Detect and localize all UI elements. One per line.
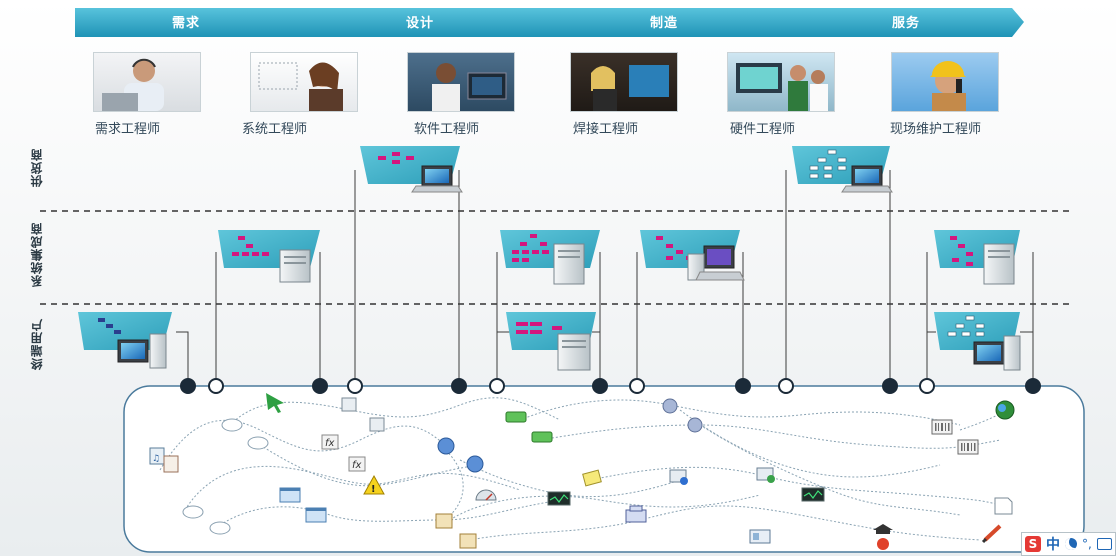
battery-icon: [505, 411, 553, 443]
server-icon: [983, 243, 1015, 285]
app-window-icon: [279, 487, 327, 523]
woman-drawing-photo: [250, 52, 358, 112]
gauge-icon: [475, 489, 497, 501]
connector-lines: [176, 170, 1034, 386]
desktop-computer-icon: [973, 335, 1021, 371]
warning-icon: !: [363, 474, 385, 495]
laptop-icon: [841, 165, 893, 193]
network-paths: [159, 397, 1007, 541]
man-at-computer-photo: [407, 52, 515, 112]
document-icon: [994, 497, 1013, 515]
pencil-icon: [981, 524, 1002, 544]
role-label-software-engineer: 软件工程师: [414, 122, 480, 137]
role-label-hardware-engineer: 硬件工程师: [730, 122, 796, 137]
artifact-card-integrator-systems: [218, 230, 320, 283]
bus-icons: ♫ fx fx: [149, 393, 1015, 550]
artifact-card-enduser-field: [934, 312, 1021, 371]
artifact-card-supplier-hardware: [792, 146, 893, 193]
laptop-icon: [411, 165, 463, 193]
keyboard-icon[interactable]: [1096, 538, 1112, 550]
role-label-field-maintenance-engineer: 现场维护工程师: [890, 122, 982, 137]
monitor-chart-icon: [547, 487, 825, 506]
artifact-card-integrator-welding: [500, 230, 600, 285]
cloud-icon: [182, 418, 269, 535]
ime-logo-icon[interactable]: S: [1025, 536, 1041, 552]
woman-at-screen-photo: [570, 52, 678, 112]
cursor-arrow-icon: [266, 393, 284, 413]
artifact-card-enduser-welding: [506, 312, 596, 371]
role-label-welding-engineer: 焊接工程师: [573, 122, 639, 137]
barcode-icon: [931, 419, 979, 455]
desktop-computer-icon: [687, 245, 745, 281]
server-icon: [553, 243, 585, 285]
moon-icon[interactable]: [1065, 538, 1077, 550]
media-file-icon: ♫: [149, 447, 179, 473]
phase-label-service: 服务: [892, 16, 921, 31]
desktop-computer-icon: [117, 333, 167, 369]
phase-label-manufacturing: 制造: [650, 16, 679, 31]
artifact-card-enduser-requirements: [78, 312, 172, 369]
artifact-card-integrator-field: [934, 230, 1020, 285]
server-icon: [557, 333, 591, 371]
role-label-systems-engineer: 系统工程师: [242, 122, 308, 137]
svg-text:fx: fx: [325, 438, 335, 449]
hardhat-phone-photo: [891, 52, 999, 112]
artifact-card-supplier-software: [360, 146, 463, 193]
globe-icon: [437, 400, 1015, 473]
id-card-icon: [749, 529, 771, 544]
check-icon: [756, 467, 775, 483]
ime-punctuation-toggle[interactable]: °,: [1082, 537, 1092, 551]
function-icon: fx fx: [321, 434, 366, 472]
bus-nodes: [180, 378, 1041, 394]
svg-text:fx: fx: [352, 460, 362, 471]
toolbox-icon: [625, 505, 647, 523]
phase-label-requirements: 需求: [172, 16, 201, 31]
note-icon: [435, 469, 602, 549]
award-icon: [873, 524, 893, 550]
ime-toolbar[interactable]: S 中 °,: [1021, 532, 1116, 556]
svg-text:!: !: [371, 484, 376, 495]
svg-text:♫: ♫: [152, 454, 160, 464]
gear-icon: [662, 398, 703, 433]
phase-label-design: 设计: [406, 16, 435, 31]
team-at-monitor-photo: [727, 52, 835, 112]
settings-box-icon: [341, 397, 385, 432]
ime-language-toggle[interactable]: 中: [1046, 537, 1060, 553]
info-icon: [669, 469, 688, 485]
headset-person-photo: [93, 52, 201, 112]
server-icon: [279, 249, 311, 283]
artifact-card-integrator-hardware: [640, 230, 745, 281]
phase-arrow: [75, 8, 1024, 37]
role-label-requirements-engineer: 需求工程师: [95, 122, 161, 137]
